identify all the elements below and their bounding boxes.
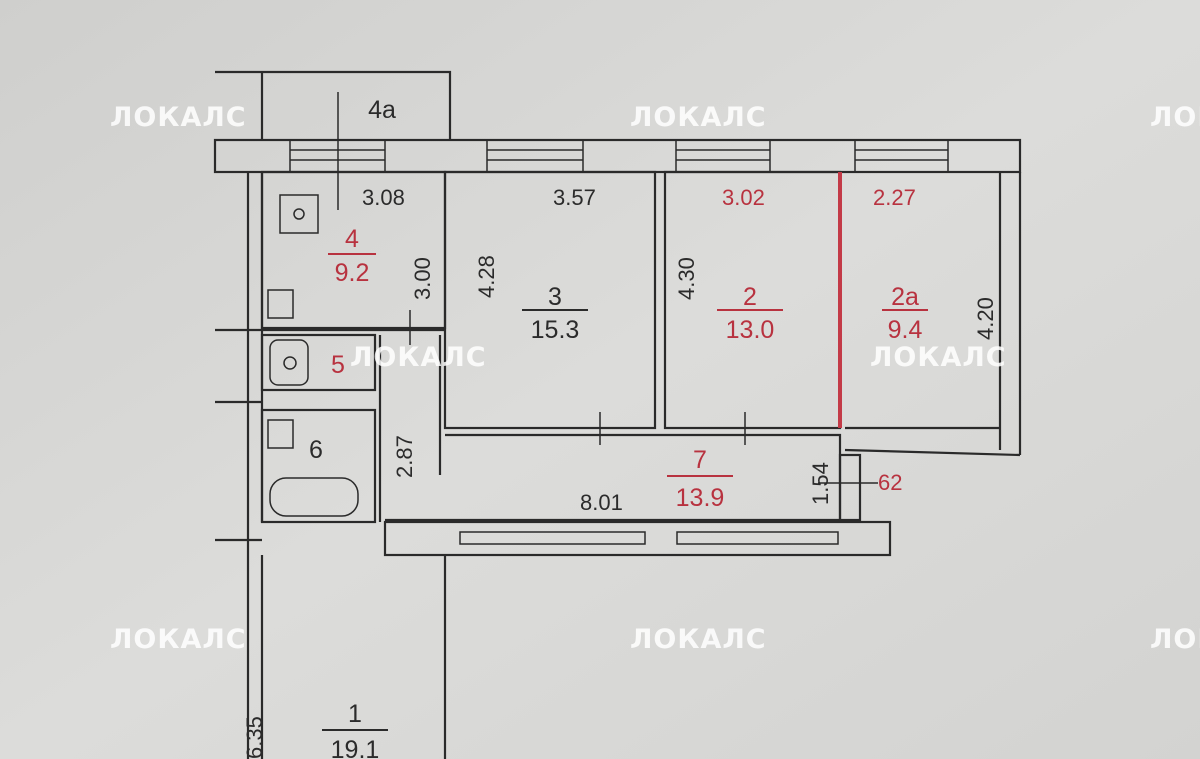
stove-icon	[279, 194, 319, 234]
room-4a-number: 4а	[368, 96, 396, 124]
dim-room6-height: 2.87	[392, 435, 417, 478]
room-1-area: 19.1	[331, 736, 380, 759]
toilet-icon	[269, 339, 309, 386]
dim-room2a-height: 4.20	[973, 297, 998, 340]
balcony-outline	[215, 70, 452, 210]
dim-corridor-length: 8.01	[580, 490, 623, 515]
room-2-number: 2	[743, 283, 757, 311]
room-1-number: 1	[348, 700, 362, 728]
dim-room2a-width: 2.27	[873, 185, 916, 210]
watermark: ЛОКАЛС	[1150, 102, 1200, 133]
room-4-number: 4	[345, 225, 359, 253]
dimensions: 3.08 3.00 3.57 4.28 3.02 4.30 2.27 4.20 …	[242, 185, 998, 759]
room-3-number: 3	[548, 283, 562, 311]
exterior-wall-top	[213, 138, 1022, 457]
room-6-number: 6	[309, 436, 323, 464]
sink-icon	[267, 289, 294, 319]
dim-room2-width: 3.02	[722, 185, 765, 210]
dim-room4-height: 3.00	[410, 257, 435, 300]
room-7-number: 7	[693, 446, 707, 474]
washbasin-icon	[267, 419, 294, 449]
interior-walls	[215, 170, 892, 759]
watermark: ЛОКАЛС	[630, 102, 767, 133]
watermarks: ЛОКАЛС ЛОКАЛС ЛОКАЛС ЛОКАЛС ЛОКАЛС ЛОКАЛ…	[110, 102, 1200, 655]
fixtures	[267, 194, 359, 517]
dim-room4-width: 3.08	[362, 185, 405, 210]
room-2a-area: 9.4	[888, 316, 923, 344]
bathtub-icon	[269, 477, 359, 517]
dim-room1-height: 6.35	[242, 716, 267, 759]
watermark: ЛОКАЛС	[630, 624, 767, 655]
watermark: ЛОКАЛС	[110, 624, 247, 655]
dim-room3-width: 3.57	[553, 185, 596, 210]
watermark: ЛОКАЛС	[870, 342, 1007, 373]
room-labels: 4а 4 9.2 3 15.3 2 13.0 2а 9.4 5 6 7 13.9…	[309, 96, 928, 759]
dim-closet-width: 62	[878, 470, 902, 495]
dim-room3-height: 4.28	[474, 255, 499, 298]
room-2a-number: 2а	[891, 283, 919, 311]
room-3-area: 15.3	[531, 316, 580, 344]
room-7-area: 13.9	[676, 484, 725, 512]
watermark: ЛОКАЛС	[1150, 624, 1200, 655]
room-4-area: 9.2	[335, 259, 370, 287]
dim-room2-height: 4.30	[674, 257, 699, 300]
watermark: ЛОКАЛС	[110, 102, 247, 133]
room-5-number: 5	[331, 351, 345, 379]
watermark: ЛОКАЛС	[350, 342, 487, 373]
room-2-area: 13.0	[726, 316, 775, 344]
